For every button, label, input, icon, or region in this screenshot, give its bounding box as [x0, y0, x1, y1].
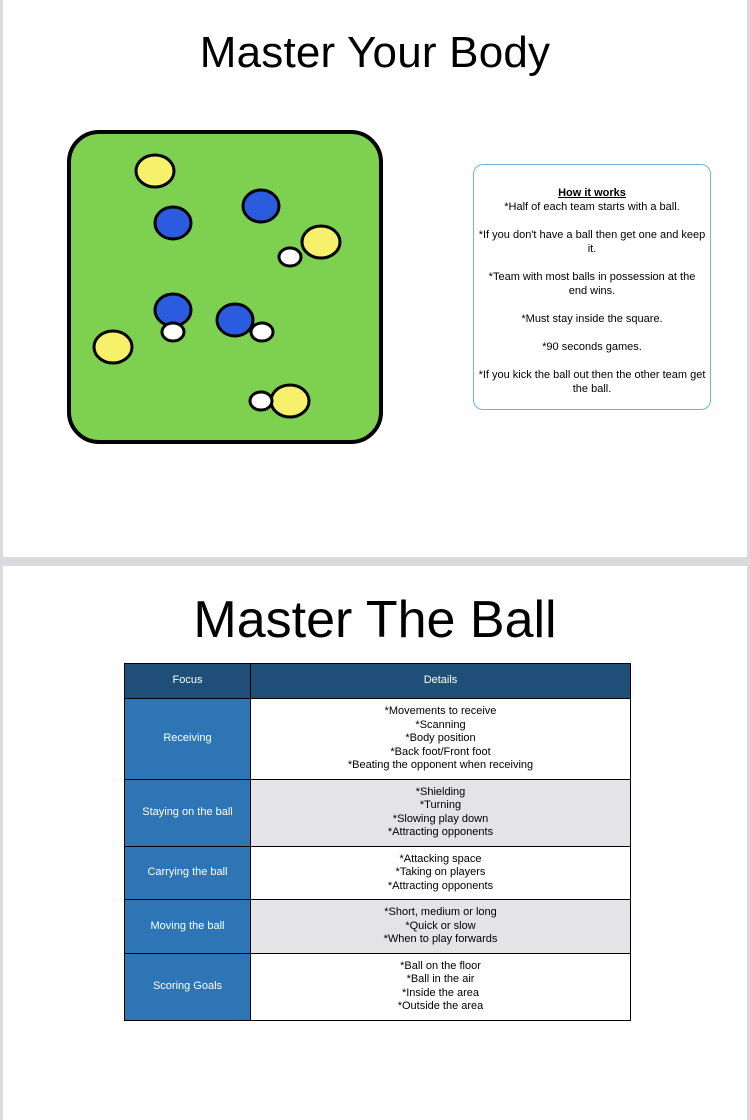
team-b-player: [92, 329, 134, 365]
detail-line: *Turning: [419, 799, 462, 811]
rule-line: *If you don't have a ball then get one a…: [478, 229, 706, 255]
team-a-player: [153, 292, 193, 328]
detail-line: *Attracting opponents: [387, 826, 494, 838]
pitch-diagram: [67, 130, 383, 444]
details-cell: *Attacking space *Taking on players *Att…: [250, 845, 631, 900]
ball: [249, 321, 275, 343]
team-a-player: [241, 188, 281, 224]
rule-line: *Half of each team starts with a ball.: [504, 201, 680, 213]
header-details: Details: [250, 663, 631, 699]
focus-cell: Staying on the ball: [124, 778, 251, 847]
ball: [277, 246, 303, 268]
team-a-player: [215, 302, 255, 338]
details-cell: *Short, medium or long *Quick or slow *W…: [250, 899, 631, 954]
detail-line: *Taking on players: [395, 866, 486, 878]
focus-cell: Receiving: [124, 698, 251, 780]
team-a-player: [153, 205, 193, 241]
team-b-player: [134, 153, 176, 189]
details-cell: *Shielding *Turning *Slowing play down *…: [250, 778, 631, 847]
rule-line: *90 seconds games.: [542, 341, 642, 353]
rule-line: *Team with most balls in possession at t…: [488, 271, 696, 297]
rule-line: *If you kick the ball out then the other…: [478, 369, 706, 395]
ball: [160, 321, 186, 343]
table-header-row: Focus Details: [124, 663, 631, 699]
detail-line: *Quick or slow: [405, 919, 476, 932]
pitch-square: [67, 130, 383, 444]
detail-line: *Slowing play down: [392, 812, 489, 825]
header-focus: Focus: [124, 663, 251, 699]
slide-title: Master Your Body: [199, 28, 551, 77]
focus-cell: Carrying the ball: [124, 845, 251, 900]
how-it-works-box: How it works *Half of each team starts w…: [473, 164, 711, 410]
detail-line: *Attracting opponents: [387, 879, 494, 892]
detail-line: *Ball on the floor: [400, 959, 481, 972]
detail-line: *Ball in the air: [406, 973, 475, 985]
detail-line: *When to play forwards: [383, 933, 498, 945]
table-row: Scoring Goals *Ball on the floor *Ball i…: [124, 952, 631, 1021]
detail-line: *Short, medium or long: [384, 906, 497, 918]
detail-line: *Movements to receive: [384, 705, 497, 717]
ball: [248, 390, 274, 412]
detail-line: *Beating the opponent when receiving: [347, 759, 534, 771]
detail-line: *Inside the area: [401, 986, 480, 999]
detail-line: *Scanning: [415, 718, 466, 731]
team-b-player: [300, 224, 342, 260]
table-row: Carrying the ball *Attacking space *Taki…: [124, 845, 631, 900]
detail-line: *Attacking space: [399, 852, 482, 865]
detail-line: *Shielding: [415, 785, 466, 798]
details-cell: *Movements to receive *Scanning *Body po…: [250, 698, 631, 780]
focus-cell: Moving the ball: [124, 899, 251, 954]
how-it-works-heading: How it works: [558, 187, 626, 199]
table-row: Moving the ball *Short, medium or long *…: [124, 899, 631, 954]
focus-table: Focus Details Receiving *Movements to re…: [124, 663, 631, 1021]
focus-cell: Scoring Goals: [124, 952, 251, 1021]
detail-line: *Body position: [405, 732, 476, 744]
rule-line: *Must stay inside the square.: [521, 313, 663, 325]
team-b-player: [269, 383, 311, 419]
table-row: Receiving *Movements to receive *Scannin…: [124, 698, 631, 780]
table-row: Staying on the ball *Shielding *Turning …: [124, 778, 631, 847]
detail-line: *Outside the area: [397, 1000, 484, 1012]
slide-title: Master The Ball: [193, 591, 557, 649]
slide-master-your-body: Master Your Body How it works *Half of e…: [3, 0, 747, 557]
slide-master-the-ball: Master The Ball Focus Details Receiving …: [3, 566, 747, 1120]
detail-line: *Back foot/Front foot: [390, 745, 491, 758]
details-cell: *Ball on the floor *Ball in the air *Ins…: [250, 952, 631, 1021]
